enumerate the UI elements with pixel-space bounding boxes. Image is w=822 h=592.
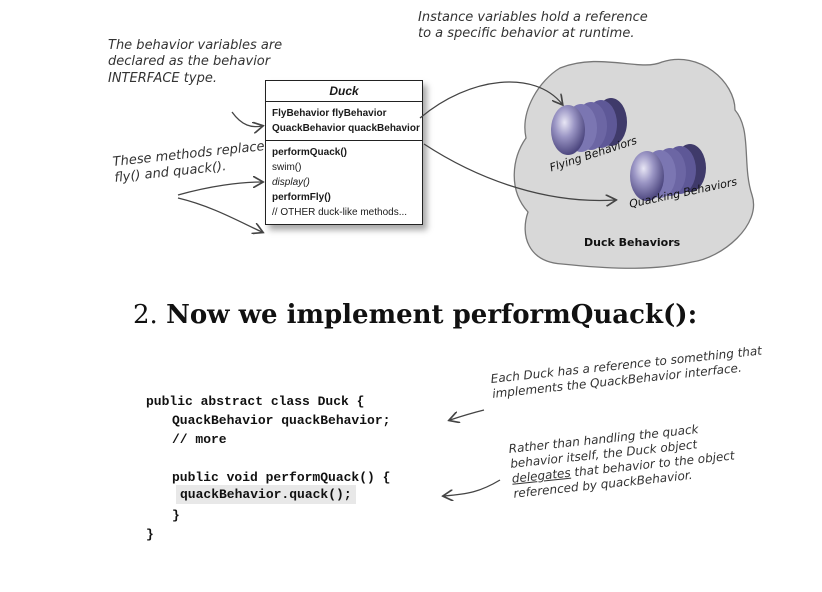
note-line: The behavior variables are [108, 38, 283, 53]
code-line-6: } [172, 508, 180, 523]
fields-section: FlyBehavior flyBehavior QuackBehavior qu… [266, 102, 422, 141]
method-perform-fly: performFly() [272, 192, 331, 203]
note-line: declared as the behavior [108, 54, 271, 70]
note-instance-variables: Instance variables hold a reference to a… [418, 10, 648, 43]
arrow-to-perform-fly [177, 197, 262, 232]
class-name: Duck [266, 81, 422, 102]
duck-behaviors-title: Duck Behaviors [584, 236, 681, 249]
note-line: Instance variables hold a reference [418, 10, 648, 25]
methods-section: performQuack() swim() display() performF… [266, 141, 422, 224]
arrow-to-fly-field [231, 111, 262, 127]
heading-number: 2. [133, 300, 158, 330]
heading-text: Now we implement performQuack(): [166, 300, 698, 330]
section-heading: 2. Now we implement performQuack(): [133, 300, 697, 330]
arrow-to-quacking-behaviors [423, 143, 615, 200]
code-line-5-highlighted: quackBehavior.quack(); [176, 485, 356, 504]
flying-behaviors-discs [551, 98, 627, 155]
code-line-2: QuackBehavior quackBehavior; [172, 413, 391, 428]
code-line-4: public void performQuack() { [172, 470, 391, 485]
arrow-to-quack-field [450, 409, 485, 420]
method-display: display() [272, 177, 310, 188]
code-line-1: public abstract class Duck { [146, 394, 365, 409]
arrow-to-quack-call [444, 479, 501, 496]
quacking-behaviors-discs [630, 144, 706, 201]
arrow-to-perform-quack [177, 182, 262, 196]
method-swim: swim() [272, 162, 302, 173]
code-line-7: } [146, 527, 154, 542]
duck-class-diagram: Duck FlyBehavior flyBehavior QuackBehavi… [265, 80, 423, 225]
field-quack-behavior: QuackBehavior quackBehavior [272, 123, 420, 134]
note-line: INTERFACE type. [108, 70, 217, 86]
method-perform-quack: performQuack() [272, 147, 348, 158]
note-behavior-variables: The behavior variables are declared as t… [108, 38, 282, 87]
note-line: to a specific behavior at runtime. [418, 26, 635, 42]
field-fly-behavior: FlyBehavior flyBehavior [272, 108, 387, 119]
code-line-3: // more [172, 432, 227, 447]
method-other: // OTHER duck-like methods... [272, 207, 408, 218]
arrow-to-flying-behaviors [419, 81, 562, 119]
